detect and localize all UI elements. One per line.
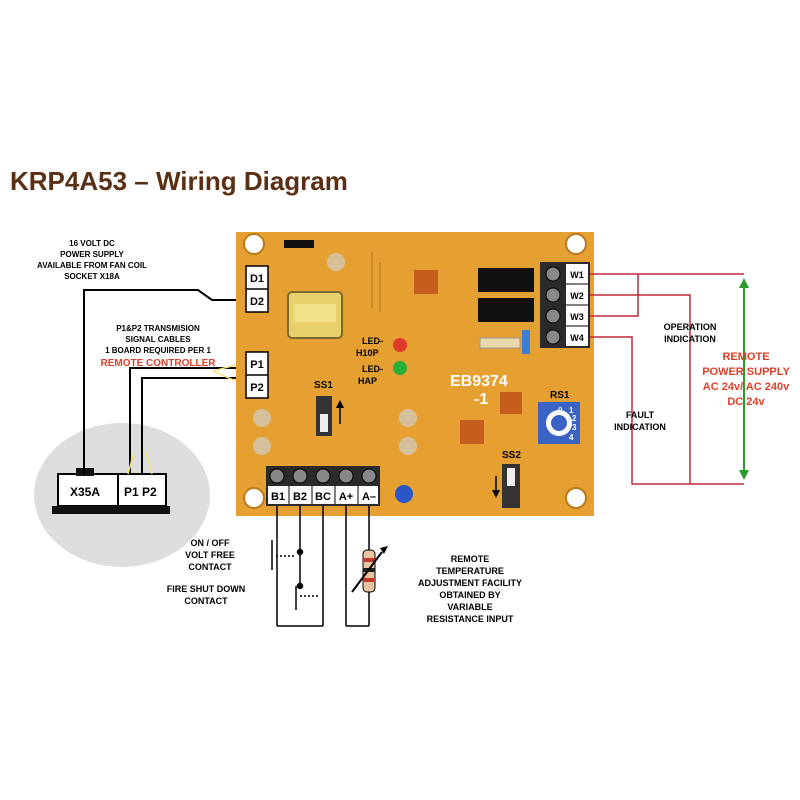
board-model: EB9374 bbox=[450, 373, 508, 390]
fire-contact-switch bbox=[295, 582, 318, 610]
svg-text:ADJUSTMENT FACILITY: ADJUSTMENT FACILITY bbox=[418, 578, 522, 588]
fault-indication-note: FAULT INDICATION bbox=[614, 410, 666, 432]
fire-shutdown-note: FIRE SHUT DOWN CONTACT bbox=[167, 584, 246, 606]
rs1-label: RS1 bbox=[550, 390, 570, 401]
svg-text:H10P: H10P bbox=[356, 348, 379, 358]
svg-text:0: 0 bbox=[558, 406, 563, 415]
x35a-label: X35A bbox=[70, 485, 100, 499]
mount-hole bbox=[243, 233, 265, 255]
svg-text:RESISTANCE INPUT: RESISTANCE INPUT bbox=[427, 614, 514, 624]
svg-text:POWER SUPPLY: POWER SUPPLY bbox=[702, 366, 790, 378]
bottom-terminal-block: B1 B2 BC A+ A– bbox=[266, 466, 380, 506]
terminal-b2: B2 bbox=[293, 491, 307, 503]
relay bbox=[478, 268, 534, 292]
svg-text:1 BOARD REQUIRED PER 1: 1 BOARD REQUIRED PER 1 bbox=[105, 346, 211, 355]
on-off-contact-switch bbox=[271, 540, 304, 570]
svg-text:AVAILABLE FROM FAN COIL: AVAILABLE FROM FAN COIL bbox=[37, 261, 147, 270]
capacitor bbox=[522, 330, 530, 354]
controller-terminal-strip bbox=[57, 473, 167, 507]
led-green bbox=[393, 361, 407, 375]
remote-power-supply-note: REMOTE POWER SUPPLY AC 24v/ AC 240v DC 2… bbox=[702, 351, 790, 408]
ss1-label: SS1 bbox=[314, 380, 333, 391]
controller-wires bbox=[83, 289, 240, 474]
terminal-p1: P1 bbox=[250, 359, 263, 371]
svg-text:FIRE SHUT DOWN: FIRE SHUT DOWN bbox=[167, 584, 246, 594]
svg-text:SOCKET X18A: SOCKET X18A bbox=[64, 272, 120, 281]
variable-resistor bbox=[351, 546, 388, 593]
svg-text:INDICATION: INDICATION bbox=[664, 334, 716, 344]
terminal-p2: P2 bbox=[250, 382, 263, 394]
right-terminal-block: W1 W2 W3 W4 bbox=[540, 262, 590, 348]
svg-text:1: 1 bbox=[569, 406, 574, 415]
svg-text:DC 24v: DC 24v bbox=[727, 396, 765, 408]
operation-indication-note: OPERATION INDICATION bbox=[664, 322, 717, 344]
terminal-a-minus: A– bbox=[362, 491, 376, 503]
svg-text:4: 4 bbox=[569, 433, 574, 442]
remote-controller: X35A P1 P2 bbox=[34, 423, 210, 567]
svg-text:16 VOLT DC: 16 VOLT DC bbox=[69, 239, 115, 248]
terminal-d1: D1 bbox=[250, 273, 264, 285]
svg-text:HAP: HAP bbox=[358, 376, 377, 386]
svg-text:2: 2 bbox=[572, 414, 577, 423]
svg-text:TEMPERATURE: TEMPERATURE bbox=[436, 566, 504, 576]
ss2-label: SS2 bbox=[502, 450, 521, 461]
relay bbox=[478, 298, 534, 322]
svg-text:LED-: LED- bbox=[362, 364, 383, 374]
transmission-note: P1&P2 TRANSMISION SIGNAL CABLES 1 BOARD … bbox=[105, 324, 211, 355]
component bbox=[479, 337, 521, 349]
terminal-w2: W2 bbox=[570, 291, 584, 301]
supply-arrow bbox=[739, 278, 749, 480]
bottom-wires bbox=[276, 506, 370, 627]
component bbox=[500, 392, 522, 414]
svg-text:FAULT: FAULT bbox=[626, 410, 655, 420]
remote-temperature-note: REMOTE TEMPERATURE ADJUSTMENT FACILITY O… bbox=[418, 554, 522, 624]
led-red bbox=[393, 338, 407, 352]
mount-hole bbox=[243, 487, 265, 509]
right-wires bbox=[590, 273, 744, 485]
svg-text:LED-: LED- bbox=[362, 336, 383, 346]
terminal-w3: W3 bbox=[570, 312, 584, 322]
svg-text:OPERATION: OPERATION bbox=[664, 322, 717, 332]
svg-text:ON / OFF: ON / OFF bbox=[191, 538, 230, 548]
terminal-a-plus: A+ bbox=[339, 491, 353, 503]
component bbox=[414, 270, 438, 294]
svg-text:REMOTE: REMOTE bbox=[722, 351, 769, 363]
terminal-d2: D2 bbox=[250, 296, 264, 308]
blue-indicator bbox=[395, 485, 413, 503]
svg-text:INDICATION: INDICATION bbox=[614, 422, 666, 432]
svg-text:3: 3 bbox=[572, 423, 577, 432]
board-model-suffix: -1 bbox=[474, 391, 488, 408]
svg-text:REMOTE: REMOTE bbox=[451, 554, 490, 564]
page-title: KRP4A53 – Wiring Diagram bbox=[10, 166, 348, 196]
p1p2-label: P1 P2 bbox=[124, 485, 157, 499]
svg-text:OBTAINED BY: OBTAINED BY bbox=[439, 590, 500, 600]
remote-controller-label: REMOTE CONTROLLER bbox=[101, 358, 217, 369]
mount-hole bbox=[565, 487, 587, 509]
svg-text:SIGNAL CABLES: SIGNAL CABLES bbox=[125, 335, 191, 344]
svg-text:CONTACT: CONTACT bbox=[188, 562, 232, 572]
svg-text:CONTACT: CONTACT bbox=[184, 596, 228, 606]
terminal-b1: B1 bbox=[271, 491, 285, 503]
terminal-w1: W1 bbox=[570, 270, 584, 280]
terminal-w4: W4 bbox=[570, 333, 584, 343]
svg-text:VARIABLE: VARIABLE bbox=[447, 602, 492, 612]
mount-hole bbox=[565, 233, 587, 255]
component bbox=[460, 420, 484, 444]
on-off-note: ON / OFF VOLT FREE CONTACT bbox=[185, 538, 235, 572]
svg-text:P1&P2 TRANSMISION: P1&P2 TRANSMISION bbox=[116, 324, 200, 333]
terminal-bc: BC bbox=[315, 491, 331, 503]
svg-text:AC 24v/ AC 240v: AC 24v/ AC 240v bbox=[703, 381, 790, 393]
power-supply-note: 16 VOLT DC POWER SUPPLY AVAILABLE FROM F… bbox=[37, 239, 147, 281]
left-terminals: D1 D2 P1 P2 bbox=[245, 265, 269, 399]
svg-text:VOLT FREE: VOLT FREE bbox=[185, 550, 235, 560]
svg-text:POWER SUPPLY: POWER SUPPLY bbox=[60, 250, 124, 259]
